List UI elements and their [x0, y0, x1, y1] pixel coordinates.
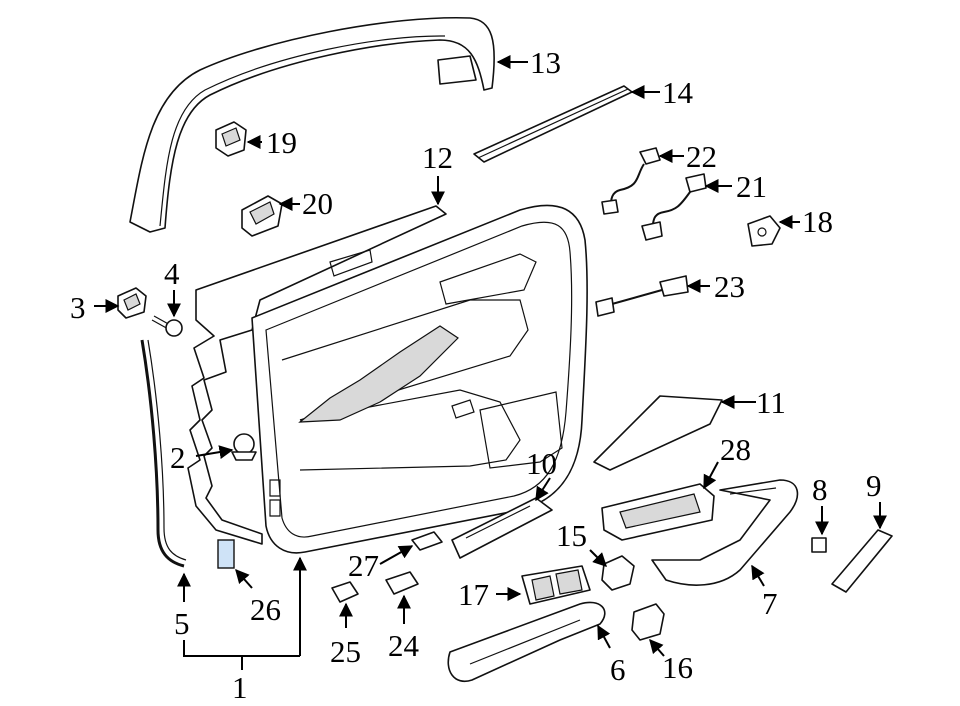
callout-labels: 13 14 12 19 20 22 21 18 23 3 4 2 11 10 2…	[70, 45, 882, 705]
part-switch-20	[241, 195, 283, 237]
callout-18: 18	[802, 204, 833, 239]
callout-20: 20	[302, 186, 333, 221]
part-clip-8	[811, 537, 827, 553]
callout-25: 25	[330, 634, 361, 669]
part-harness-21	[641, 173, 707, 241]
part-switch-19	[215, 121, 247, 157]
callout-5: 5	[174, 606, 190, 641]
part-switch-15	[601, 555, 635, 591]
callout-16: 16	[662, 650, 693, 685]
part-clip-24	[385, 571, 419, 595]
part-bracket-18	[747, 215, 781, 247]
callout-1: 1	[232, 670, 248, 705]
callout-21: 21	[736, 169, 767, 204]
callout-13: 13	[530, 45, 561, 80]
callout-9: 9	[866, 468, 882, 503]
part-push-clip-2	[231, 433, 257, 461]
part-weatherstrip-5	[140, 339, 185, 568]
callout-8: 8	[812, 472, 828, 507]
callout-10: 10	[526, 446, 557, 481]
part-window-switch-17	[521, 565, 591, 605]
part-switch-bezel-28	[601, 483, 715, 541]
part-belt-molding	[473, 85, 633, 163]
part-trim-strip-9	[831, 529, 893, 593]
callout-3: 3	[70, 290, 86, 325]
callout-11: 11	[756, 385, 786, 420]
part-harness-22	[601, 147, 661, 215]
callout-7: 7	[762, 586, 778, 621]
part-harness-23	[595, 275, 689, 317]
part-armrest-pad-6	[447, 601, 606, 683]
part-clip-3	[117, 287, 147, 319]
part-door-trim-panel-12	[187, 204, 588, 554]
part-armrest-7	[651, 479, 799, 586]
part-plug-26	[217, 539, 235, 569]
part-bezel-10	[451, 497, 553, 559]
callout-15: 15	[556, 518, 587, 553]
callout-23: 23	[714, 269, 745, 304]
callout-22: 22	[686, 139, 717, 174]
part-screw-4	[151, 315, 183, 337]
callout-12: 12	[422, 140, 453, 175]
leader-lines	[94, 55, 887, 670]
callout-28: 28	[720, 432, 751, 467]
callout-17: 17	[458, 577, 489, 612]
callout-4: 4	[164, 256, 180, 291]
part-clip-27	[411, 531, 443, 551]
callout-27: 27	[348, 548, 379, 583]
callout-26: 26	[250, 592, 281, 627]
callout-14: 14	[662, 75, 694, 110]
part-clip-25	[331, 581, 359, 603]
part-triangle-trim-11	[593, 395, 723, 471]
part-upper-frame-trim	[129, 16, 495, 233]
callout-19: 19	[266, 125, 297, 160]
callout-6: 6	[610, 652, 626, 687]
callout-2: 2	[170, 440, 186, 475]
part-switch-16	[631, 603, 665, 641]
callout-24: 24	[388, 628, 420, 663]
